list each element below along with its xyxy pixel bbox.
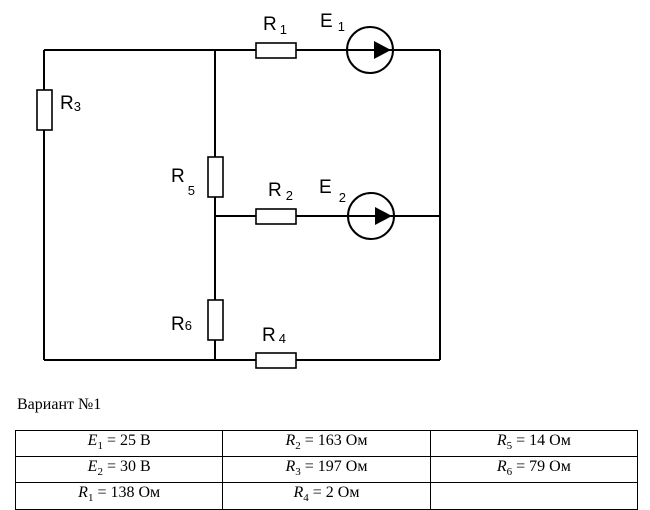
resistor-r3 — [36, 89, 53, 131]
table-cell: E2 = 30 B — [14, 456, 224, 484]
source-e1 — [346, 26, 394, 74]
label-r5: R5 — [171, 166, 195, 198]
table-cell: R4 = 2 Ом — [222, 482, 431, 510]
table-cell: R1 = 138 Ом — [14, 482, 224, 510]
resistor-r1 — [255, 42, 297, 59]
label-r3: R3 — [60, 93, 81, 114]
table-cell: E1 = 25 B — [14, 429, 224, 458]
table-cell: R6 = 79 Ом — [429, 456, 639, 484]
table-cell: R5 = 14 Ом — [429, 429, 639, 458]
variant-label: Вариант №1 — [17, 396, 102, 413]
resistor-r5 — [207, 156, 224, 198]
table-cell: R2 = 163 Ом — [222, 429, 431, 458]
table-cell-empty — [429, 482, 639, 510]
table-cell: R3 = 197 Ом — [222, 456, 431, 484]
table-row: E1 = 25 B R2 = 163 Ом R5 = 14 Ом — [14, 429, 639, 458]
source-e2 — [347, 192, 395, 240]
label-r6: R6 — [171, 314, 192, 335]
table-row: E2 = 30 B R3 = 197 Ом R6 = 79 Ом — [14, 456, 639, 484]
resistor-r2 — [255, 208, 297, 225]
resistor-r4 — [255, 352, 297, 369]
resistor-r6 — [207, 299, 224, 341]
wires — [43, 49, 441, 361]
table-row: R1 = 138 Ом R4 = 2 Ом — [14, 482, 639, 510]
parameters-table: E1 = 25 B R2 = 163 Ом R5 = 14 Ом E2 = 30… — [14, 429, 639, 510]
